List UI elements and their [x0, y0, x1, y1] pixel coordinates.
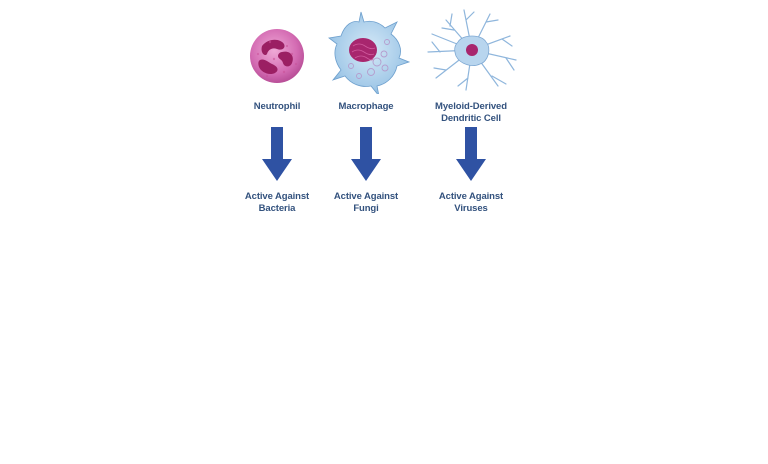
role-line-2: Bacteria: [258, 203, 296, 214]
cell-name-dendritic-cell: Myeloid-Derived Dendritic Cell: [406, 101, 536, 125]
column-neutrophil: Neutrophil Active Against Bacteria: [212, 0, 342, 230]
neutrophil-granules: [256, 40, 297, 77]
column-dendritic-cell: Myeloid-Derived Dendritic Cell Active Ag…: [406, 0, 536, 230]
role-line-2: Fungi: [353, 203, 379, 214]
column-macrophage: Macrophage Active Against Fungi: [301, 0, 431, 230]
cell-name-line-2: Dendritic Cell: [441, 113, 501, 124]
neutrophil-illustration: [250, 29, 304, 83]
macrophage-illustration: [328, 11, 411, 94]
cell-name-macrophage: Macrophage: [338, 101, 394, 112]
macrophage-chromatin: [351, 43, 376, 61]
role-dendritic-cell: Active Against Viruses: [406, 191, 536, 215]
arrow-down-icon: [262, 127, 292, 181]
role-neutrophil: Active Against Bacteria: [212, 191, 342, 215]
arrow-down-icon: [351, 127, 381, 181]
neutrophil-nucleus: [258, 39, 293, 75]
role-macrophage: Active Against Fungi: [301, 191, 431, 215]
macrophage-nucleus: [349, 38, 377, 62]
role-line-1: Active Against: [244, 191, 310, 202]
neutrophil-cytoplasm: [250, 29, 304, 83]
cell-name-line-1: Myeloid-Derived: [435, 101, 507, 112]
macrophage-vesicles: [348, 39, 390, 79]
cell-name-neutrophil: Neutrophil: [253, 101, 301, 112]
dendritic-cell-nucleus: [466, 44, 478, 56]
role-line-1: Active Against: [333, 191, 399, 202]
role-line-2: Viruses: [454, 203, 488, 214]
arrow-down-icon: [456, 127, 486, 181]
role-line-1: Active Against: [438, 191, 504, 202]
dendritic-cell-illustration: [427, 9, 517, 91]
